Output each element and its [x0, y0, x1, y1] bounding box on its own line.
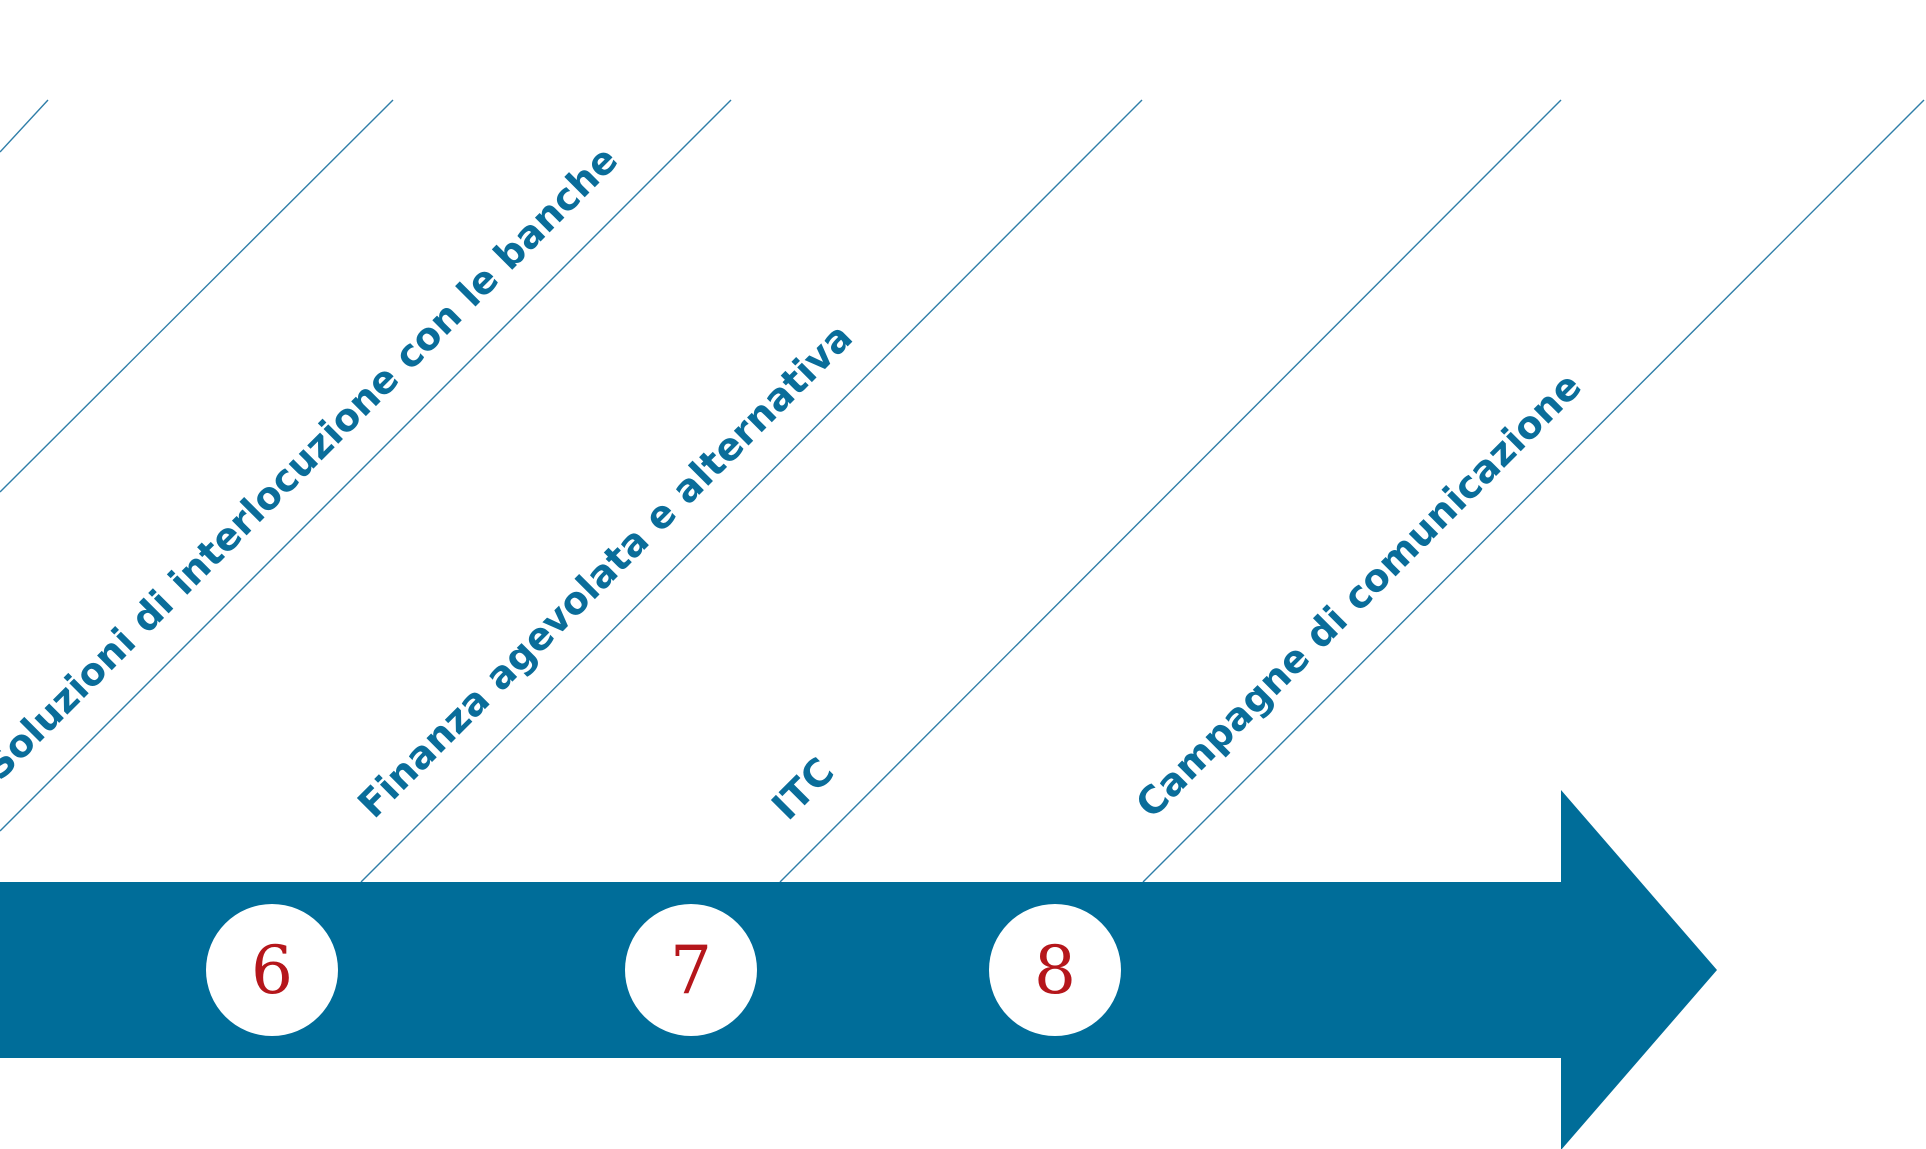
step-circle [989, 904, 1121, 1036]
step-label-text: Finanza agevolata e alternativa [349, 315, 861, 827]
step-label-text: Soluzioni di interlocuzione con le banch… [0, 137, 626, 788]
step-label-7: Finanza agevolata e alternativa [349, 315, 861, 827]
step-number: 8 [1034, 932, 1076, 1009]
step-marker-6: 6 [206, 904, 338, 1036]
guide-line [1142, 99, 1925, 883]
step-label-text: ITC [763, 749, 842, 828]
step-label-6: Soluzioni di interlocuzione con le banch… [0, 137, 626, 788]
step-label-8: ITC [763, 749, 842, 828]
step-label-text: Campagne di comunicazione [1127, 364, 1590, 827]
step-label-campaigns: Campagne di comunicazione [1127, 364, 1590, 827]
timeline-arrow [0, 790, 1717, 1149]
diagonal-guide-lines [0, 99, 1925, 883]
guide-line [779, 99, 1562, 883]
step-circle [206, 904, 338, 1036]
step-marker-7: 7 [625, 904, 757, 1036]
step-marker-8: 8 [989, 904, 1121, 1036]
guide-line [0, 99, 732, 832]
step-number: 7 [670, 932, 712, 1009]
step-circle [625, 904, 757, 1036]
guide-line [0, 99, 394, 493]
guide-line [360, 99, 1143, 883]
step-number: 6 [251, 932, 293, 1009]
guide-line [0, 99, 49, 153]
